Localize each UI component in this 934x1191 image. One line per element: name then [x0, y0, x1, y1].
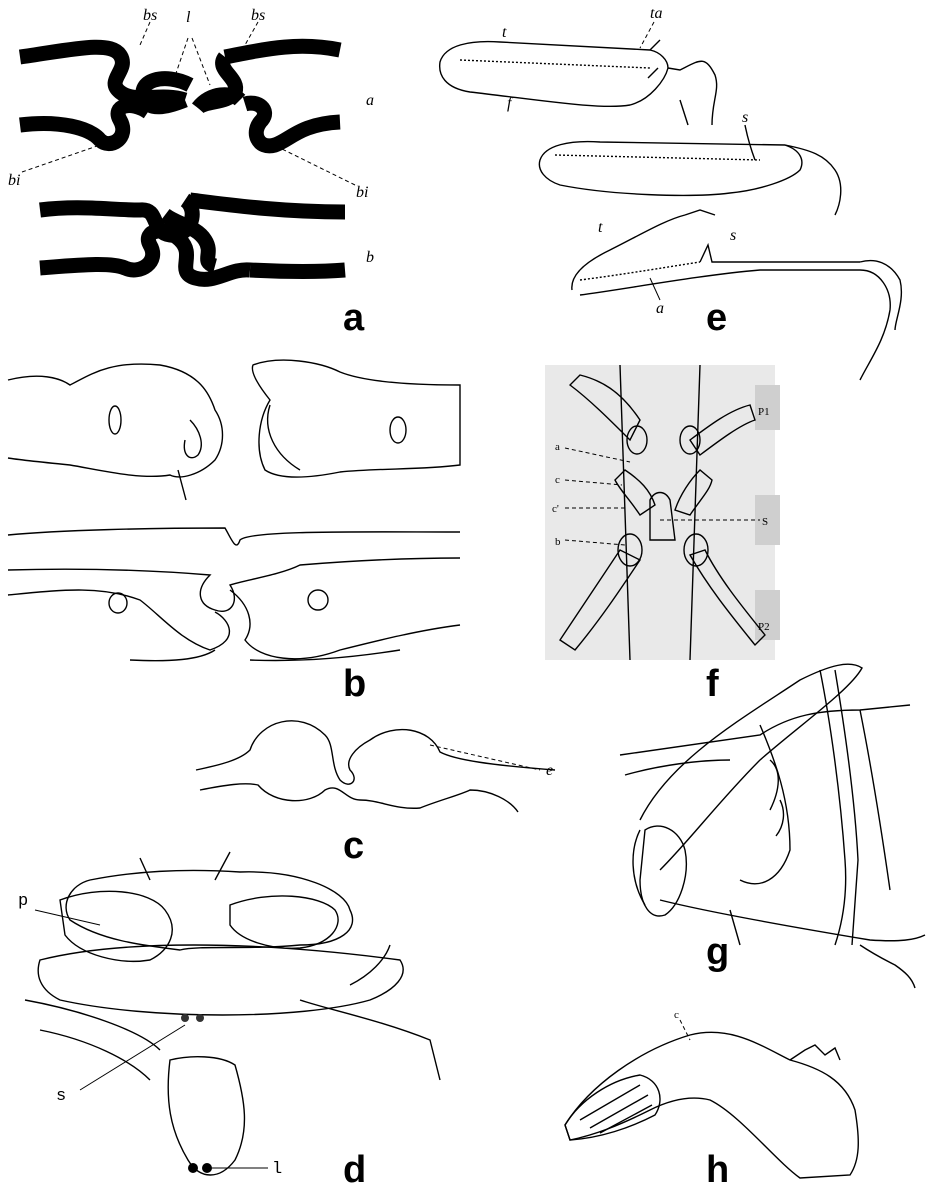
label-p2: P2 [758, 621, 770, 633]
panel-c: e c [196, 721, 555, 867]
label-s2: s [730, 227, 736, 244]
label-bs-right: bs [251, 7, 265, 24]
panel-e: t ta f s t s a e [440, 5, 902, 380]
label-s: s [56, 1087, 66, 1106]
panel-b-upper-section [8, 360, 460, 500]
panel-letter-b: b [343, 663, 366, 705]
label-s-panel-f: S [762, 516, 768, 528]
panel-b: b [8, 360, 460, 705]
panel-letter-d: d [343, 1149, 366, 1191]
label-ta: ta [650, 5, 662, 22]
label-p1: P1 [758, 406, 770, 418]
panel-letter-a: a [343, 297, 365, 339]
label-state-a: a [366, 92, 374, 109]
label-t2: t [598, 219, 603, 236]
panel-g: g [620, 664, 925, 988]
panel-letter-h: h [706, 1149, 729, 1191]
label-c-panel-h: c [674, 1009, 679, 1021]
label-state-b: b [366, 249, 374, 266]
leg-drawing-3 [572, 210, 902, 380]
panel-f: P1 a c c' b S P2 f [545, 365, 780, 705]
label-t1: t [502, 24, 507, 41]
panel-letter-g: g [706, 931, 729, 973]
label-c: c [555, 474, 560, 486]
label-bi-left: bi [8, 172, 20, 189]
panel-letter-f: f [706, 663, 719, 705]
panel-a: bs l bs bi bi a b a [8, 7, 374, 339]
panel-h: c h [565, 1009, 858, 1191]
crab-illustration [25, 852, 440, 1175]
panel-d: p s l d [18, 852, 440, 1191]
panel-a-state-b-diagram [40, 200, 345, 279]
panel-letter-e: e [706, 297, 727, 339]
label-a-panel-f: a [555, 441, 560, 453]
leg-drawing-2 [539, 125, 840, 215]
label-l-panel-d: l [272, 1160, 282, 1179]
label-s1: s [742, 109, 748, 126]
label-e-panel-c: e [546, 762, 553, 779]
panel-letter-c: c [343, 825, 364, 867]
label-bs-left: bs [143, 7, 157, 24]
label-l: l [186, 9, 191, 26]
label-p: p [18, 892, 28, 911]
panel-b-lower-section [8, 528, 460, 661]
label-a-panel-e: a [656, 300, 664, 317]
label-bi-right: bi [356, 184, 368, 201]
label-b-panel-f: b [555, 536, 561, 548]
leg-drawing-1 [440, 40, 717, 125]
label-c-prime: c' [552, 503, 559, 515]
photo-background [545, 365, 775, 660]
